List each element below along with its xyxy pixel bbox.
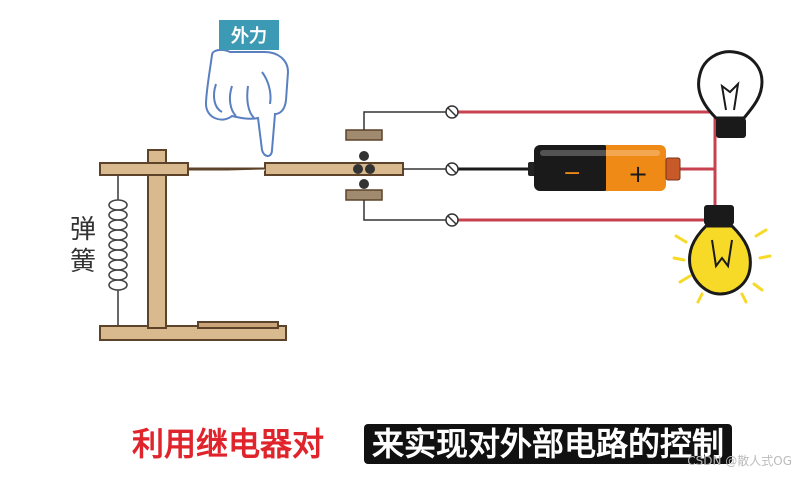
spring-label: 弹簧 xyxy=(69,215,96,277)
caption-black: 来实现对外部电路的控制 xyxy=(364,424,733,464)
battery-plus: + xyxy=(628,160,648,188)
spring-icon xyxy=(108,175,128,326)
top-bracket xyxy=(99,162,189,176)
watermark: CSDN @散人式OG xyxy=(687,454,792,468)
relay-frame xyxy=(99,149,404,341)
light-bulb-off-icon xyxy=(697,50,764,138)
upper-contact-plate xyxy=(345,129,383,141)
vertical-post xyxy=(147,149,167,329)
base-strip xyxy=(197,321,279,329)
base-plate xyxy=(99,325,287,341)
hand-pointing-down-icon xyxy=(204,48,290,157)
lower-contact-plate xyxy=(345,189,383,201)
wires xyxy=(363,110,717,222)
caption-red: 利用继电器对 xyxy=(132,425,325,463)
lower-contact-point xyxy=(359,179,369,189)
battery-icon: − + xyxy=(528,145,681,191)
light-bulb-on-icon xyxy=(672,205,772,304)
armature-bar xyxy=(264,162,404,176)
screw-terminals xyxy=(445,105,459,227)
battery-minus: − xyxy=(563,161,581,186)
upper-contact-point xyxy=(359,151,369,161)
external-force-label: 外力 xyxy=(219,20,279,50)
